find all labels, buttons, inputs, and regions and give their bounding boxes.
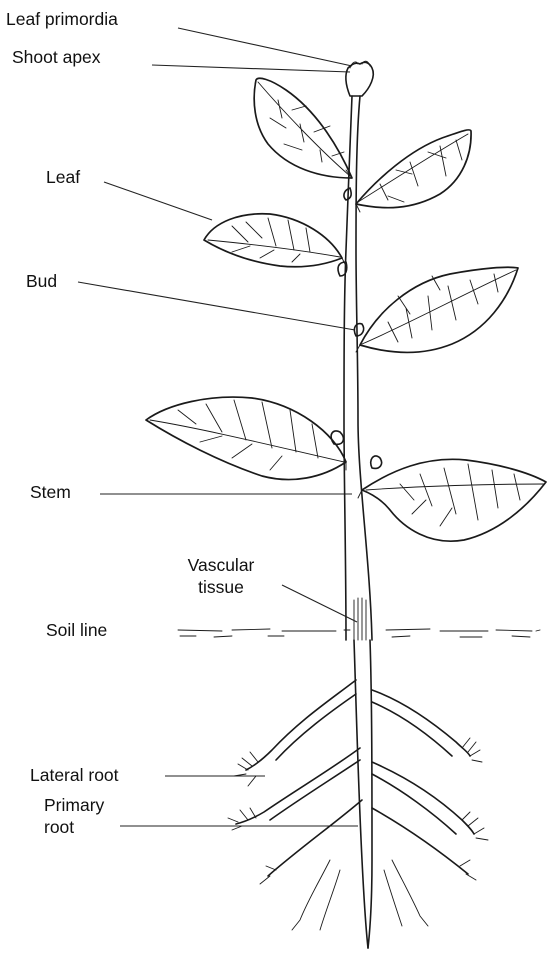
leader-shoot-apex	[152, 65, 350, 72]
leaf-lower-left	[146, 397, 346, 479]
label-lateral-root: Lateral root	[30, 764, 119, 786]
leader-leaf-primordia	[178, 28, 352, 66]
label-vascular-tissue-line2: tissue	[166, 576, 276, 598]
leaf-middle-right	[360, 267, 518, 352]
label-leaf-primordia: Leaf primordia	[6, 8, 118, 30]
roots	[228, 640, 488, 948]
soil-line	[178, 629, 540, 637]
label-leaf: Leaf	[46, 166, 80, 188]
label-primary-root-line2: root	[44, 816, 104, 838]
leader-leaf	[104, 182, 212, 220]
leaf-middle-left	[204, 214, 342, 267]
label-primary-root-line1: Primary	[44, 794, 104, 816]
label-primary-root: Primary root	[44, 794, 104, 838]
leaf-upper-right	[356, 130, 471, 208]
label-vascular-tissue-line1: Vascular	[166, 554, 276, 576]
label-vascular-tissue: Vascular tissue	[166, 554, 276, 598]
leaf-lower-right	[362, 459, 546, 541]
leader-bud	[78, 282, 355, 330]
label-bud: Bud	[26, 270, 57, 292]
label-shoot-apex: Shoot apex	[12, 46, 101, 68]
label-soil-line: Soil line	[46, 619, 107, 641]
leaf-upper-left	[254, 78, 352, 178]
shoot-apex	[346, 61, 373, 96]
label-stem: Stem	[30, 481, 71, 503]
